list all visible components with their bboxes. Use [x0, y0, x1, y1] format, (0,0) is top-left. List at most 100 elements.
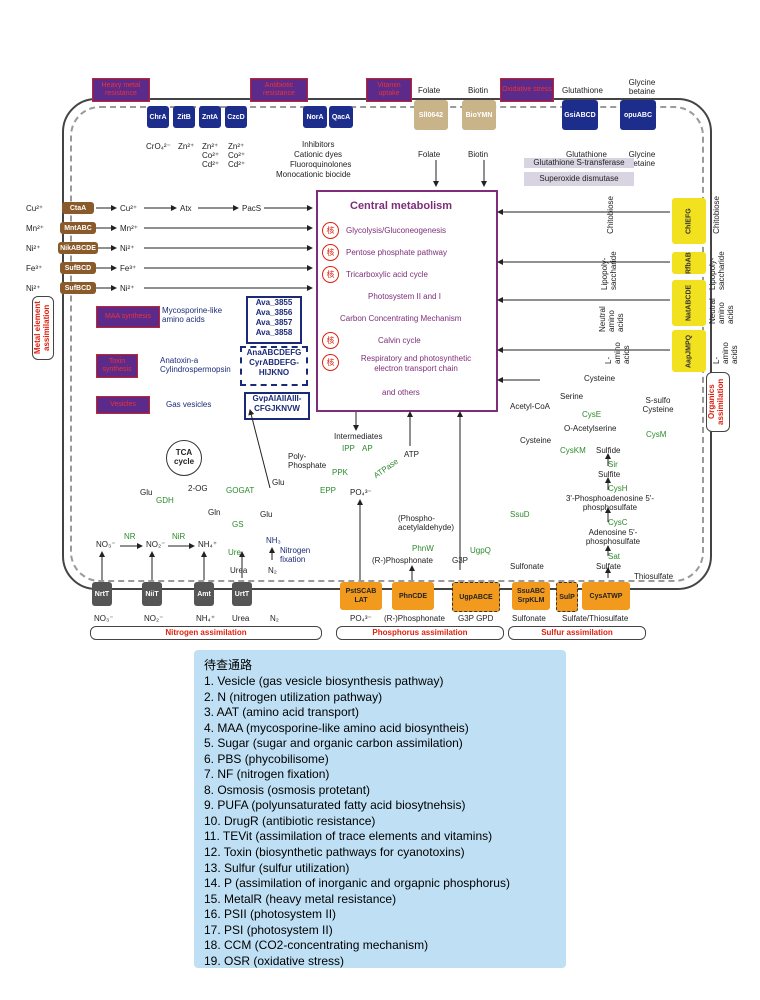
legend-item: 5. Sugar (sugar and organic carbon assim…	[204, 736, 463, 751]
pathway-calvin: Calvin cycle	[378, 336, 421, 345]
po4-label: PO₄³⁻	[350, 488, 372, 497]
vesicle-genes: GvpAIAIIAIII- CFGJKNVW	[244, 392, 310, 420]
cyskm-label: CysKM	[560, 446, 586, 455]
ion-out-1: Cu²⁺	[26, 204, 44, 213]
p-protein-pstscab: PstSCAB LAT	[340, 582, 382, 610]
membrane-protein-czcd: CzcD	[225, 106, 247, 128]
ion-in-1: Cu²⁺	[120, 204, 138, 213]
sat-label: Sat	[608, 552, 621, 561]
legend-item: 19. OSR (oxidative stress)	[204, 953, 345, 968]
toxin-tag: Toxin synthesis	[96, 354, 138, 378]
cationic-dyes-label: Cationic dyes	[294, 150, 343, 159]
legend-title: 待查通路	[204, 658, 253, 672]
s-protein-ssuabc: SsuABC SrpKLM	[512, 582, 550, 610]
legend-item: 12. Toxin (biosynthetic pathways for cya…	[204, 845, 465, 860]
zinc-cobalt-cd-label-a: Zn²⁺ Co²⁺ Cd²⁺	[202, 142, 220, 169]
pathway-electron-transport: Respiratory and photosynthetic electron …	[360, 354, 472, 373]
ure-label: Ure	[228, 548, 241, 557]
s-sulfo-label: S-sulfo Cysteine	[642, 396, 674, 414]
legend-list: 1. Vesicle (gas vesicle biosynthesis pat…	[204, 674, 510, 969]
maa-genes: Ava_3855 Ava_3856 Ava_3857 Ava_3858	[246, 296, 302, 344]
maa-tag: MAA synthesis	[96, 306, 160, 328]
metal-protein-mntabc: MntABC	[60, 222, 96, 234]
nir-label: NiR	[172, 532, 186, 541]
legend-item: 9. PUFA (polyunsaturated fatty acid bios…	[204, 798, 466, 813]
legend-item: 8. Osmosis (osmosis protetant)	[204, 782, 371, 797]
n-outside-4: Urea	[232, 614, 250, 623]
ipp-label: IPP	[342, 444, 355, 453]
zinc-label: Zn²⁺	[178, 142, 195, 151]
pathway-glycolysis: Glycolysis/Gluconeogenesis	[346, 226, 447, 235]
ion-out-5: Ni²⁺	[26, 284, 41, 293]
ugpq-label: UgpQ	[470, 546, 491, 555]
pathway-photosystem: Photosystem II and I	[368, 292, 441, 301]
marker-1: 核	[322, 222, 339, 239]
membrane-protein-qaca: QacA	[329, 106, 353, 128]
n-protein-amt: Amt	[194, 582, 214, 606]
marker-5: 核	[322, 354, 339, 371]
vitamin-tag: Vitamin uptake	[366, 78, 412, 102]
membrane-protein-opuabc: opuABC	[620, 100, 656, 130]
n-outside-2: NO₂⁻	[144, 614, 164, 623]
n2-inside-label: N₂	[268, 566, 277, 575]
gogat-label: GOGAT	[226, 486, 255, 495]
r-phosphonate-inside: (R-)Phosphonate	[372, 556, 433, 565]
membrane-protein-chra: ChrA	[147, 106, 169, 128]
glycine-betaine-inside: Glycine betaine	[628, 150, 656, 168]
folate-inside: Folate	[418, 150, 441, 159]
glutathione-outside: Glutathione	[562, 86, 603, 95]
membrane-protein-bioymn: BioYMN	[462, 100, 496, 130]
legend-item: 6. PBS (phycobilisome)	[204, 751, 329, 766]
pacs-label: PacS	[242, 204, 262, 213]
toxin-label: Anatoxin-a Cylindrospermopsin	[160, 356, 231, 374]
central-title: Central metabolism	[350, 200, 453, 212]
ion-in-2: Mn²⁺	[120, 224, 138, 233]
phnw-label: PhnW	[412, 544, 434, 553]
p-outside-3: G3P GPD	[458, 614, 494, 623]
thiosulfate-label: Thiosulfate	[634, 572, 674, 581]
antibiotic-tag: Antibiotic resistance	[250, 78, 308, 102]
epp-label: EPP	[320, 486, 337, 495]
ppk-label: PPK	[332, 468, 349, 477]
legend-item: 4. MAA (mycosporine-like amino acid bios…	[204, 720, 469, 735]
fluoroquinolones-label: Fluoroquinolones	[290, 160, 352, 169]
nh3-label: NH₃	[266, 536, 281, 545]
nitrogen-assimilation-label: Nitrogen assimilation	[90, 626, 322, 640]
zinc-cobalt-cd-label-b: Zn²⁺ Co²⁺ Cd²⁺	[228, 142, 246, 169]
ssud-label: SsuD	[510, 510, 530, 519]
phospho-ald-label: (Phospho-acetylaldehyde)	[398, 514, 455, 532]
vesicle-tag: Vesicles	[96, 396, 150, 414]
membrane-protein-nora: NorA	[303, 106, 327, 128]
sulfide-label: Sulfide	[596, 446, 621, 455]
legend-panel	[194, 650, 566, 968]
metal-protein-ctaa: CtaA	[62, 202, 94, 214]
legend-item: 7. NF (nitrogen fixation)	[204, 767, 330, 782]
n-protein-urtt: UrtT	[232, 582, 252, 606]
ion-in-3: Ni²⁺	[120, 244, 135, 253]
vesicle-label: Gas vesicles	[166, 400, 212, 409]
legend-item: 17. PSI (photosystem II)	[204, 922, 333, 937]
pathway-others: and others	[382, 388, 420, 397]
maa-label: Mycosporine-like amino acids	[162, 306, 223, 324]
sulfite-label: Sulfite	[598, 470, 621, 479]
legend-item: 10. DrugR (antibiotic resistance)	[204, 813, 376, 828]
membrane-protein-znta: ZntA	[199, 106, 221, 128]
cysteine-mid-label: Cysteine	[520, 436, 552, 445]
membrane-protein-sll0642: Sll0642	[414, 100, 448, 130]
folate-outside: Folate	[418, 86, 441, 95]
legend-item: 16. PSII (photosystem II)	[204, 907, 337, 922]
cyse-label: CysE	[582, 410, 602, 419]
phosphorus-assimilation-label: Phosphorus assimilation	[336, 626, 504, 640]
marker-3: 核	[322, 266, 339, 283]
p-outside-2: (R-)Phosphonate	[384, 614, 445, 623]
n-outside-1: NO₃⁻	[94, 614, 114, 623]
glycine-betaine-outside: Glycine betaine	[628, 78, 656, 96]
glu-left-label: Glu	[140, 488, 153, 497]
ion-in-5: Ni²⁺	[120, 284, 135, 293]
acetylcoa-label: Acetyl-CoA	[510, 402, 551, 411]
sulfur-assimilation-label: Sulfur assimilation	[508, 626, 646, 640]
s-protein-sulp: SulP	[556, 582, 578, 612]
gln-label: Gln	[208, 508, 221, 517]
p-protein-phncde: PhnCDE	[392, 582, 434, 610]
polyp-label: Poly-Phosphate	[288, 452, 327, 470]
